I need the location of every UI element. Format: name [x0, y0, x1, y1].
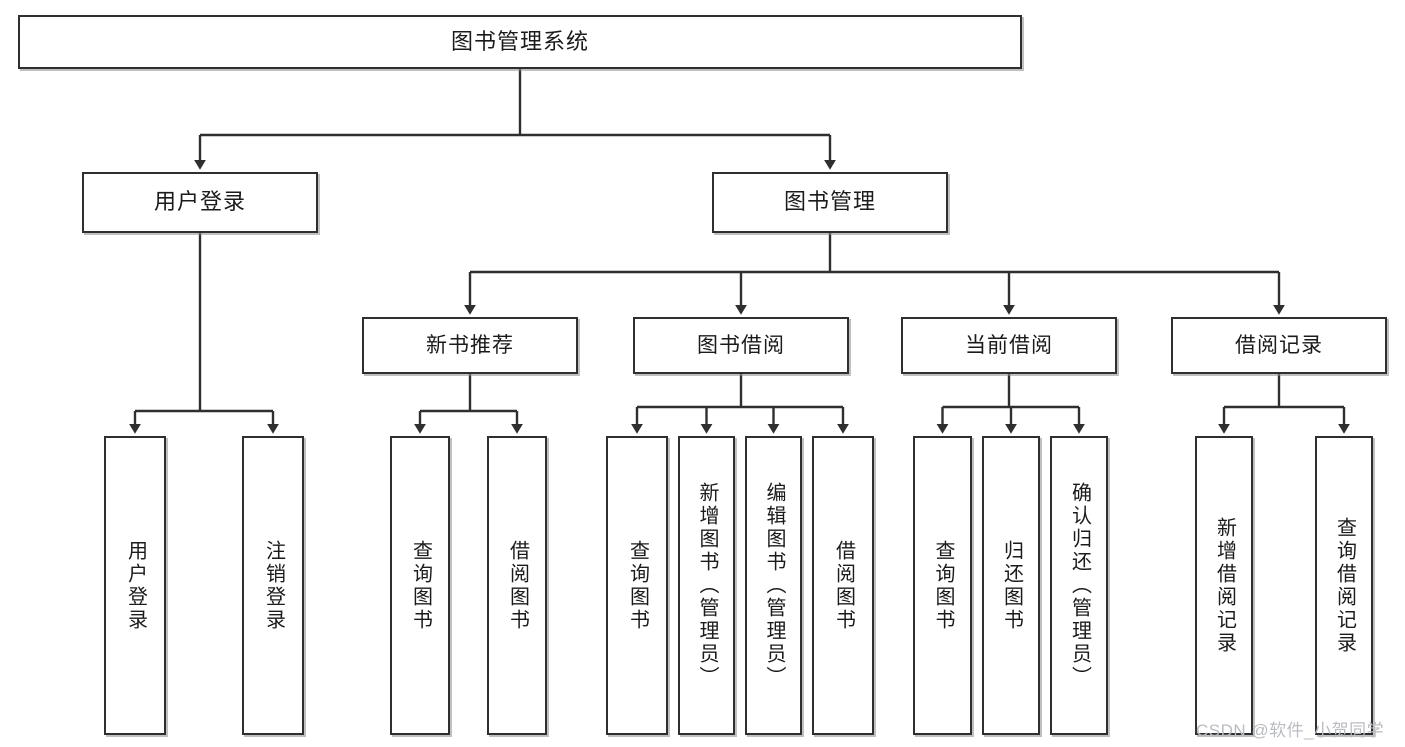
- node-leaf-cur-2[interactable]: 归还图书: [982, 436, 1040, 735]
- node-records[interactable]: 借阅记录: [1171, 317, 1387, 374]
- node-leaf-borrow-3[interactable]: 编辑图书（管理员）: [745, 436, 802, 735]
- node-current[interactable]: 当前借阅: [901, 317, 1117, 374]
- node-leaf-borrow-4[interactable]: 借阅图书: [812, 436, 874, 735]
- node-leaf-cur-1[interactable]: 查询图书: [913, 436, 972, 735]
- node-borrow[interactable]: 图书借阅: [633, 317, 849, 374]
- node-label: 新书推荐: [426, 333, 514, 357]
- node-leaf-cur-3[interactable]: 确认归还（管理员）: [1050, 436, 1108, 735]
- node-label: 借阅图书: [832, 539, 855, 632]
- node-bookmgmt[interactable]: 图书管理: [712, 172, 948, 233]
- node-label: 借阅图书: [506, 539, 529, 632]
- node-leaf-new-2[interactable]: 借阅图书: [487, 436, 547, 735]
- node-newbook[interactable]: 新书推荐: [362, 317, 578, 374]
- node-label: 借阅记录: [1235, 333, 1323, 357]
- node-label: 查询图书: [932, 539, 954, 632]
- node-label: 查询图书: [409, 539, 432, 632]
- node-label: 确认归还（管理员）: [1068, 482, 1091, 689]
- node-leaf-rec-1[interactable]: 新增借阅记录: [1195, 436, 1253, 735]
- node-label: 图书管理系统: [450, 28, 589, 54]
- node-label: 新增借阅记录: [1213, 516, 1236, 655]
- node-login[interactable]: 用户登录: [82, 172, 318, 233]
- node-label: 查询图书: [626, 539, 649, 632]
- node-root[interactable]: 图书管理系统: [18, 15, 1022, 69]
- node-label: 新增图书（管理员）: [696, 482, 718, 689]
- node-label: 归还图书: [1000, 539, 1023, 632]
- node-leaf-rec-2[interactable]: 查询借阅记录: [1315, 436, 1373, 735]
- node-label: 当前借阅: [965, 333, 1053, 357]
- node-leaf-new-1[interactable]: 查询图书: [390, 436, 450, 735]
- node-label: 图书借阅: [697, 333, 785, 357]
- node-label: 注销登录: [262, 539, 285, 632]
- node-leaf-borrow-1[interactable]: 查询图书: [606, 436, 668, 735]
- node-label: 图书管理: [783, 189, 876, 215]
- node-label: 用户登录: [153, 189, 246, 215]
- node-label: 编辑图书（管理员）: [763, 482, 785, 689]
- node-leaf-borrow-2[interactable]: 新增图书（管理员）: [678, 436, 735, 735]
- node-label: 用户登录: [124, 539, 147, 632]
- node-leaf-login-1[interactable]: 用户登录: [104, 436, 166, 735]
- node-leaf-login-2[interactable]: 注销登录: [242, 436, 304, 735]
- node-label: 查询借阅记录: [1333, 516, 1356, 655]
- csdn-watermark: CSDN @软件_小贺同学: [1196, 721, 1385, 740]
